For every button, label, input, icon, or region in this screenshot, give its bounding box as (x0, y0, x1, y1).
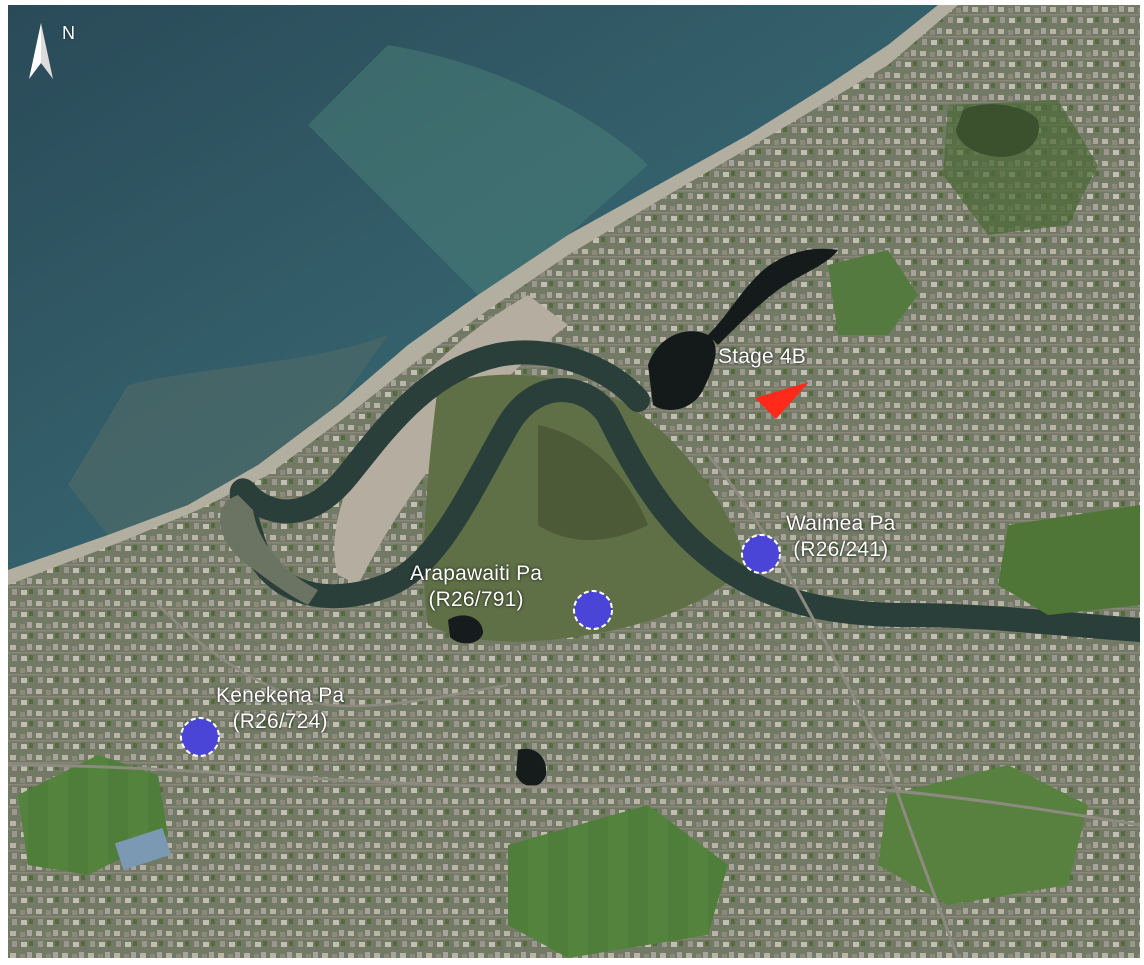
lake-small-1 (448, 615, 483, 644)
pa-site-marker-icon-waimea[interactable] (741, 534, 781, 574)
label-waimea-pa: Waimea Pa (R26/241) (786, 511, 896, 563)
farmland-east (878, 765, 1088, 905)
stage-area-marker-icon[interactable] (755, 382, 809, 419)
north-letter: N (62, 23, 75, 43)
lake-channel (708, 248, 838, 345)
park-north (828, 250, 918, 335)
site-ref: (R26/791) (428, 588, 524, 611)
aerial-map[interactable] (8, 5, 1140, 958)
farmland-south (508, 805, 728, 958)
site-name: Arapawaiti Pa (410, 562, 543, 585)
pa-site-marker-icon-kenekena[interactable] (180, 717, 220, 757)
river-mouth-flats (219, 495, 318, 605)
stage-name: Stage 4B (718, 345, 806, 368)
shallows (308, 45, 648, 295)
road-east (706, 454, 960, 958)
label-kenekena-pa: Kenekena Pa (R26/724) (216, 683, 344, 735)
site-name: Kenekena Pa (216, 684, 345, 707)
road-west (157, 604, 509, 708)
road-south (8, 763, 1140, 827)
sports-courts (114, 827, 172, 871)
label-stage-4b: Stage 4B (718, 344, 806, 370)
site-name: Waimea Pa (786, 512, 896, 535)
lake-central (648, 331, 716, 410)
river (229, 340, 1140, 642)
shallows-2 (68, 335, 388, 535)
park-lake-surround (943, 100, 1098, 235)
farmland-east-2 (998, 505, 1140, 615)
site-ref: (R26/724) (232, 710, 328, 733)
wetland-dark (538, 425, 648, 540)
map-frame[interactable]: N Stage 4B Waimea Pa (R26/241) Arapawait… (8, 5, 1140, 958)
north-arrow-icon (29, 23, 53, 79)
pa-site-marker-icon-arapawaiti[interactable] (573, 590, 613, 630)
site-ref: (R26/241) (793, 538, 889, 561)
beach-strip (8, 5, 958, 585)
label-arapawaiti-pa: Arapawaiti Pa (R26/791) (410, 561, 542, 613)
lake-small-2 (516, 748, 547, 787)
